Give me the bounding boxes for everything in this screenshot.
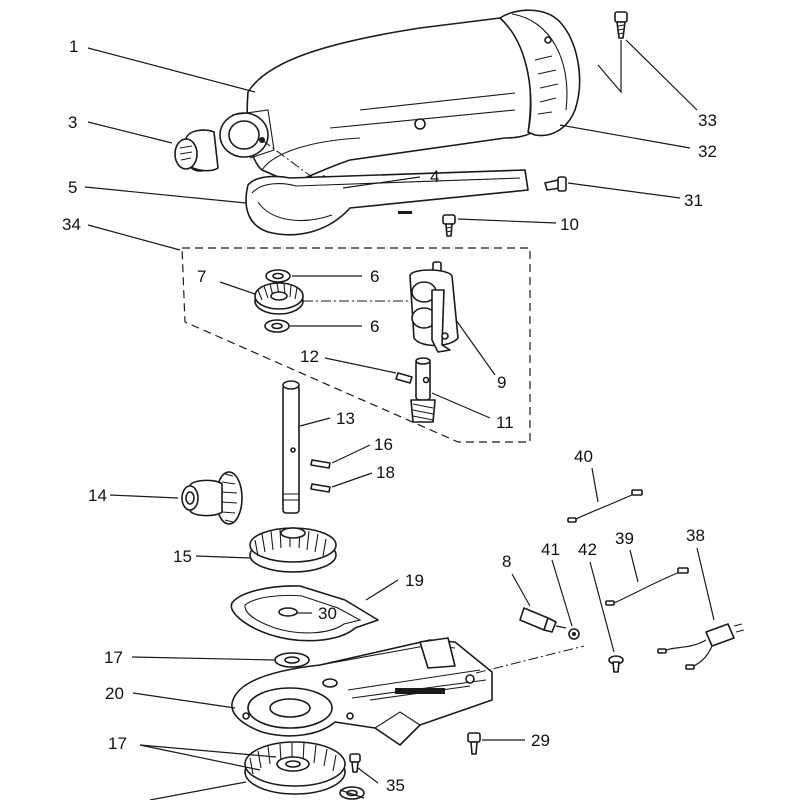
part-18-pin [310,483,331,493]
callout-12: 12 [300,347,319,366]
part-30-washer [278,607,298,617]
part-5-trim-band [245,169,529,236]
part-33-screw [597,11,628,94]
callout-3: 3 [68,113,77,132]
callout-31: 31 [684,191,703,210]
callout-1: 1 [69,37,78,56]
callout-9: 9 [497,373,506,392]
callout-20: 20 [105,684,124,703]
part-38-power-cord [657,623,745,670]
callout-35: 35 [386,776,405,795]
callout-6-bottom: 6 [370,317,379,336]
part-13-shaft [282,380,300,514]
part-motor-housing [219,17,546,183]
callout-8: 8 [502,552,511,571]
alignment-line [475,645,585,674]
part-35-screw [349,753,361,773]
part-40-wire [567,489,643,523]
part-14-bevel-gear [181,471,243,525]
callout-32: 32 [698,142,717,161]
part-3-plug [174,129,219,172]
callout-7: 7 [197,267,206,286]
part-8-capacitor [519,607,567,633]
callout-13: 13 [336,409,355,428]
callout-4: 4 [430,167,439,186]
part-42-screw [608,655,624,673]
callout-6-top: 6 [370,267,379,286]
callout-38: 38 [686,526,705,545]
callout-10: 10 [560,215,579,234]
callout-40: 40 [574,447,593,466]
callout-14: 14 [88,486,107,505]
callout-29: 29 [531,731,550,750]
part-16-pin [310,459,331,469]
part-15-large-gear [249,527,337,573]
callout-19: 19 [405,571,424,590]
leader-lines [84,39,715,800]
callout-17-upper: 17 [104,648,123,667]
part-29-screw [467,732,481,755]
callout-5: 5 [68,178,77,197]
part-10-screw [442,214,456,237]
callout-18: 18 [376,463,395,482]
part-7-gear [254,282,408,315]
part-9-bracket [409,261,459,353]
callout-41: 41 [541,540,560,559]
part-31-screw [544,176,567,192]
part-6-washer-bottom [264,319,290,333]
part-41-connector [568,628,580,640]
callout-30: 30 [318,604,337,623]
part-17-washer [274,652,310,668]
callout-42: 42 [578,540,597,559]
callout-labels: 1 3 5 4 33 32 31 34 10 7 6 6 9 12 11 13 … [62,37,717,795]
callout-33: 33 [698,111,717,130]
part-rear-cover [499,9,581,137]
part-39-wire [605,567,689,606]
callout-11: 11 [496,413,514,432]
part-12-pin [395,372,413,384]
part-20-gear-housing [231,637,493,746]
part-6-washer-top [265,269,291,283]
callout-17-lower: 17 [108,734,127,753]
callout-15: 15 [173,547,192,566]
assembly-34-boundary [181,247,531,443]
callout-34: 34 [62,215,81,234]
callout-16: 16 [374,435,393,454]
part-lower-gear [244,741,346,795]
callout-39: 39 [615,529,634,548]
part-11-worm-shaft [410,357,436,423]
